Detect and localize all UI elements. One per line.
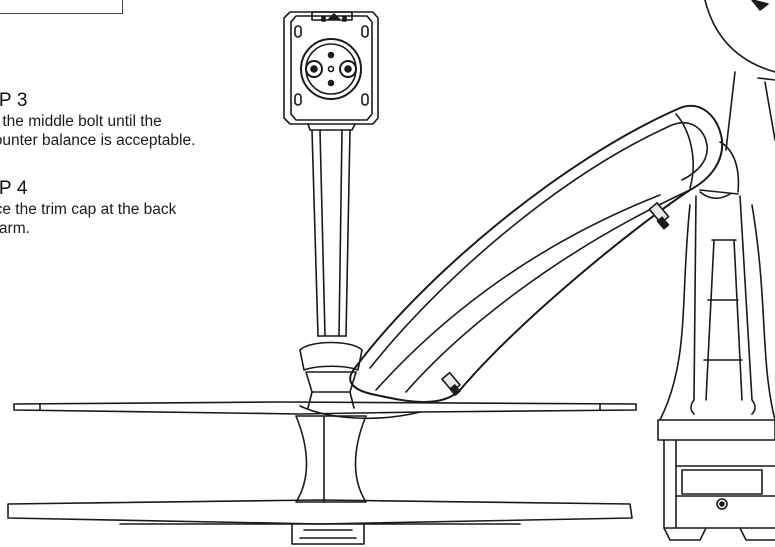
arm-adjustment-bolt-lower	[441, 371, 461, 396]
upper-base-plate	[13, 401, 637, 420]
articulating-arm	[349, 104, 740, 403]
step-4-heading: EP 4	[0, 178, 28, 199]
step-3-line-2: counter balance is acceptable.	[0, 132, 196, 149]
step-4-line-1: ace the trim cap at the back	[0, 201, 177, 218]
monitor-edge-circle	[704, 0, 775, 151]
tilt-column	[299, 123, 363, 409]
vesa-mount-plate	[283, 11, 379, 125]
desk-clamp-post	[657, 191, 775, 541]
step-3-instructions: EP 3 st the middle bolt until the counte…	[0, 90, 195, 150]
top-left-frame-box	[0, 0, 123, 14]
step-3-line-1: st the middle bolt until the	[0, 113, 162, 130]
step-4-line-2: e arm.	[0, 220, 30, 237]
lower-base	[7, 415, 633, 545]
arm-adjustment-bolt-upper	[648, 202, 670, 230]
step-3-heading: EP 3	[0, 90, 28, 111]
step-4-instructions: EP 4 ace the trim cap at the back e arm.	[0, 178, 176, 238]
